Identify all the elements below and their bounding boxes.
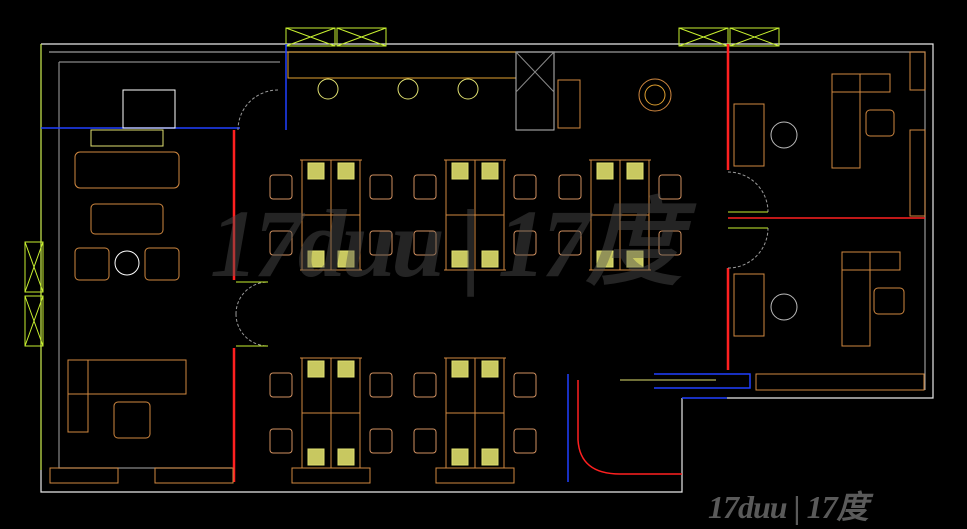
office-chair bbox=[558, 174, 582, 200]
computer bbox=[626, 162, 644, 180]
computer bbox=[596, 162, 614, 180]
office-chair bbox=[269, 230, 293, 256]
office-chair bbox=[413, 372, 437, 398]
office-chair bbox=[513, 428, 537, 454]
office-chair bbox=[513, 372, 537, 398]
computer bbox=[451, 448, 469, 466]
office-chair bbox=[413, 428, 437, 454]
interior-walls-red bbox=[232, 44, 925, 482]
office-rooms bbox=[49, 51, 926, 484]
office-chair bbox=[413, 230, 437, 256]
office-chair bbox=[269, 428, 293, 454]
workstation-clusters bbox=[269, 159, 682, 469]
office-chair bbox=[513, 174, 537, 200]
lounge-area bbox=[67, 89, 187, 439]
computer bbox=[337, 448, 355, 466]
office-chair bbox=[413, 174, 437, 200]
computer bbox=[307, 250, 325, 268]
computer bbox=[481, 448, 499, 466]
workstation-cluster bbox=[413, 357, 537, 469]
workstation-cluster bbox=[269, 159, 393, 271]
computer bbox=[337, 250, 355, 268]
office-chair bbox=[369, 428, 393, 454]
computer bbox=[451, 250, 469, 268]
computer bbox=[481, 250, 499, 268]
office-chair bbox=[369, 174, 393, 200]
workstation-cluster bbox=[558, 159, 682, 271]
doors bbox=[235, 89, 769, 381]
windows bbox=[24, 27, 780, 470]
office-chair bbox=[658, 174, 682, 200]
office-chair bbox=[269, 174, 293, 200]
computer bbox=[337, 360, 355, 378]
computer bbox=[451, 162, 469, 180]
computer bbox=[307, 360, 325, 378]
computer bbox=[337, 162, 355, 180]
computer bbox=[596, 250, 614, 268]
computer bbox=[481, 162, 499, 180]
workstation-cluster bbox=[269, 357, 393, 469]
computer bbox=[307, 448, 325, 466]
watermark-large: 17duu | 17度 bbox=[210, 190, 682, 297]
workstation-cluster bbox=[413, 159, 537, 271]
computer bbox=[626, 250, 644, 268]
computer bbox=[481, 360, 499, 378]
office-chair bbox=[658, 230, 682, 256]
computer bbox=[451, 360, 469, 378]
office-chair bbox=[369, 230, 393, 256]
office-chair bbox=[269, 372, 293, 398]
pantry-counter bbox=[287, 51, 672, 131]
computer bbox=[307, 162, 325, 180]
office-chair bbox=[558, 230, 582, 256]
office-chair bbox=[513, 230, 537, 256]
office-chair bbox=[369, 372, 393, 398]
watermark-small: 17duu | 17度 bbox=[708, 489, 869, 525]
